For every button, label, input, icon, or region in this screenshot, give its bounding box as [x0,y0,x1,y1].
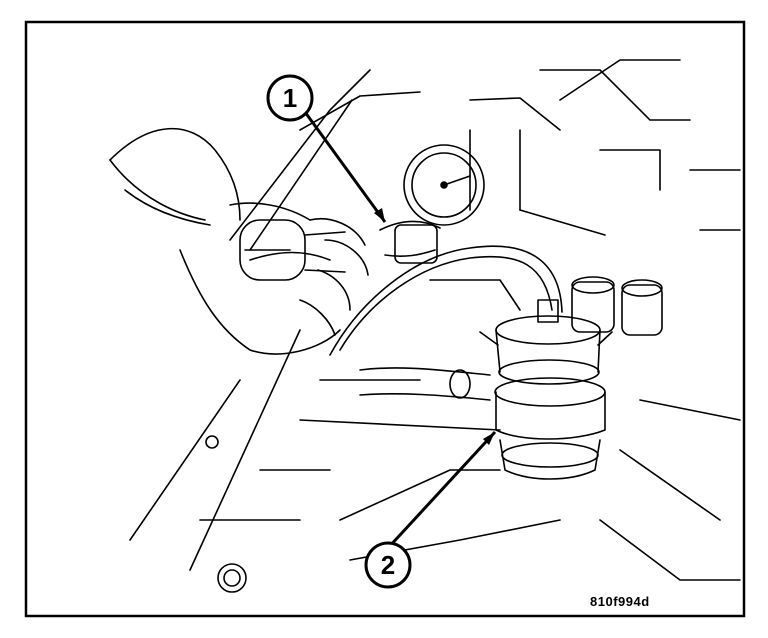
callout-2-number: 2 [381,550,395,580]
callout-1-number: 1 [283,83,297,113]
callout-2-arrowhead [483,432,495,445]
callout-2: 2 [364,541,412,589]
callout-1-leader [303,111,387,223]
figure-code: 810f994d [590,594,650,609]
figure-border [24,20,746,618]
callout-2-leader [386,430,497,550]
callout-1-arrowhead [374,208,385,222]
engine-bay-lines [109,59,741,593]
callout-1: 1 [266,74,314,122]
